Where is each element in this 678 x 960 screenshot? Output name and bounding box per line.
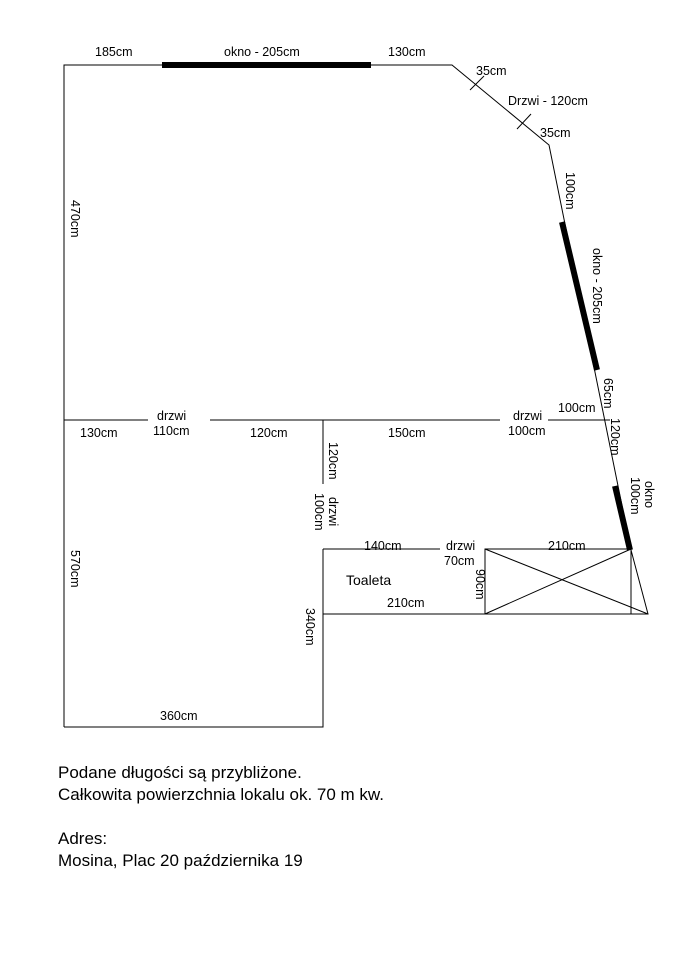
right-wall-upper-length: 100cm — [563, 172, 577, 210]
left-wall-lower-length: 570cm — [68, 550, 82, 588]
address-label: Adres: — [58, 829, 108, 848]
partition-segment-1: 130cm — [80, 426, 118, 440]
partition-door2-word: drzwi — [513, 409, 542, 423]
right-wall-small-window-word: okno — [642, 481, 656, 508]
top-left-length: 185cm — [95, 45, 133, 59]
approximation-note: Podane długości są przybliżone. — [58, 763, 302, 782]
toilet-door-word: drzwi — [446, 539, 475, 553]
vertical-wall-door-word: drzwi — [326, 497, 340, 526]
right-wall-mid-length: 65cm — [601, 378, 615, 409]
partition-door1-length: 110cm — [153, 424, 190, 438]
partition-segment-4: 100cm — [558, 401, 596, 415]
partition-door1-word: drzwi — [157, 409, 186, 423]
diagonal-door-label: Drzwi - 120cm — [508, 94, 588, 108]
top-right-length: 130cm — [388, 45, 426, 59]
notes-block: Podane długości są przybliżone. Całkowit… — [58, 762, 384, 872]
left-wall-upper-length: 470cm — [68, 200, 82, 238]
outer-wall — [63, 64, 632, 727]
area-note: Całkowita powierzchnia lokalu ok. 70 m k… — [58, 785, 384, 804]
partition-segment-3: 150cm — [388, 426, 426, 440]
right-wall-small-window-length: 100cm — [628, 477, 642, 515]
partition-segment-2: 120cm — [250, 426, 288, 440]
top-window-label: okno - 205cm — [224, 45, 300, 59]
diagonal-length-a: 35cm — [476, 64, 507, 78]
diagonal-length-b: 35cm — [540, 126, 571, 140]
vertical-wall-door-length: 100cm — [312, 493, 326, 531]
door-tick-2 — [516, 113, 532, 130]
right-wall-window-label: okno - 205cm — [590, 248, 604, 324]
toilet-room-name: Toaleta — [346, 572, 391, 588]
partition-door2-length: 100cm — [508, 424, 546, 438]
bottom-length: 360cm — [160, 709, 198, 723]
crossed-box-diagonal-1 — [484, 548, 649, 615]
crossed-box — [484, 548, 632, 615]
floor-plan: 185cm okno - 205cm 130cm 35cm Drzwi - 12… — [63, 45, 656, 728]
toilet-door-length: 70cm — [444, 554, 475, 568]
toilet-top-length: 140cm — [364, 539, 402, 553]
vertical-wall-length: 120cm — [326, 442, 340, 480]
toilet-side-length: 90cm — [473, 569, 487, 600]
door-tick-1 — [469, 75, 485, 91]
toilet-bottom-length: 210cm — [387, 596, 425, 610]
window-right — [559, 221, 600, 371]
address-value: Mosina, Plac 20 października 19 — [58, 851, 303, 870]
window-right-small — [612, 485, 633, 551]
lower-wall-length: 340cm — [303, 608, 317, 646]
box-top-length: 210cm — [548, 539, 586, 553]
crossed-box-diagonal-2 — [484, 548, 632, 615]
right-wall-lower-length: 120cm — [608, 418, 622, 456]
